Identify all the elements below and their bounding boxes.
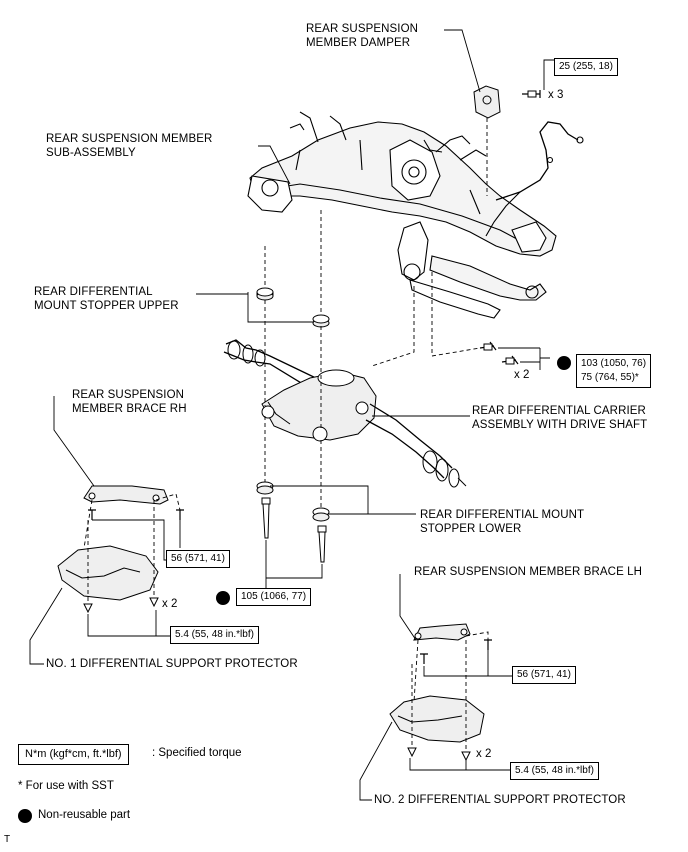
torque-protector-1-bolt: 5.4 (55, 48 in.*lbf) [170,626,259,644]
torque-brace-rh-bolt: 56 (571, 41) [166,550,230,568]
legend-sst-note: * For use with SST [18,780,114,792]
label-protector-1: NO. 1 DIFFERENTIAL SUPPORT PROTECTOR [46,658,298,670]
label-stopper-upper: REAR DIFFERENTIAL MOUNT STOPPER UPPER [34,285,179,313]
label-carrier-assembly: REAR DIFFERENTIAL CARRIER ASSEMBLY WITH … [472,404,647,432]
label-stopper-lower-line1: REAR DIFFERENTIAL MOUNT [420,509,585,521]
leader-lines [29,29,554,801]
label-member-sub-assembly: REAR SUSPENSION MEMBER SUB-ASSEMBLY [46,132,212,160]
label-stopper-upper-line1: REAR DIFFERENTIAL [34,286,153,298]
label-brace-rh: REAR SUSPENSION MEMBER BRACE RH [72,388,187,416]
differential-carrier-drawing [223,339,519,488]
brace-lh-drawing [413,623,492,664]
qty-protector-2-bolts: x 2 [476,748,492,760]
torque-damper-bolt: 25 (255, 18) [554,58,618,76]
torque-carrier-bolt-value: 103 (1050, 76) [581,358,647,369]
member-damper-drawing [473,85,541,119]
label-brace-rh-line2: MEMBER BRACE RH [72,403,187,415]
label-protector-2: NO. 2 DIFFERENTIAL SUPPORT PROTECTOR [374,794,626,806]
label-stopper-upper-line2: MOUNT STOPPER UPPER [34,300,179,312]
label-member-damper: REAR SUSPENSION MEMBER DAMPER [306,22,418,50]
alignment-lines [83,118,489,752]
label-brace-rh-line1: REAR SUSPENSION [72,389,185,401]
legend-non-reusable-dot [18,809,32,823]
torque-mount-bolt: 105 (1066, 77) [236,588,312,606]
legend-unit-box: N*m (kgf*cm, ft.*lbf) [18,744,129,765]
legend-non-reusable-text: Non-reusable part [38,809,131,821]
label-member-sub-assembly-line1: REAR SUSPENSION MEMBER [46,133,213,145]
label-stopper-lower-line2: STOPPER LOWER [420,523,522,535]
non-reusable-marker-mount [216,591,230,605]
qty-protector-1-bolts: x 2 [162,598,178,610]
brace-rh-drawing [83,485,184,520]
torque-brace-lh-bolt: 56 (571, 41) [512,666,576,684]
label-carrier-assembly-line2: ASSEMBLY WITH DRIVE SHAFT [472,419,648,431]
label-member-damper-line1: REAR SUSPENSION [306,23,419,35]
corner-mark: T [4,834,11,845]
torque-carrier-bolt-sst-value: 75 (764, 55)* [581,372,639,383]
non-reusable-marker-carrier [557,356,571,370]
suspension-member-drawing [247,111,584,319]
protector-1-drawing [57,545,159,614]
label-member-sub-assembly-line2: SUB-ASSEMBLY [46,147,136,159]
label-stopper-lower: REAR DIFFERENTIAL MOUNT STOPPER LOWER [420,508,584,536]
protector-2-drawing [389,695,485,762]
label-carrier-assembly-line1: REAR DIFFERENTIAL CARRIER [472,405,646,417]
legend-unit-text: : Specified torque [152,747,242,759]
qty-damper-bolts: x 3 [548,89,564,101]
qty-carrier-bolts: x 2 [514,369,530,381]
torque-protector-2-bolt: 5.4 (55, 48 in.*lbf) [510,762,599,780]
torque-carrier-bolt: 103 (1050, 76) 75 (764, 55)* [576,354,652,388]
label-member-damper-line2: MEMBER DAMPER [306,37,411,49]
label-brace-lh: REAR SUSPENSION MEMBER BRACE LH [414,566,643,578]
